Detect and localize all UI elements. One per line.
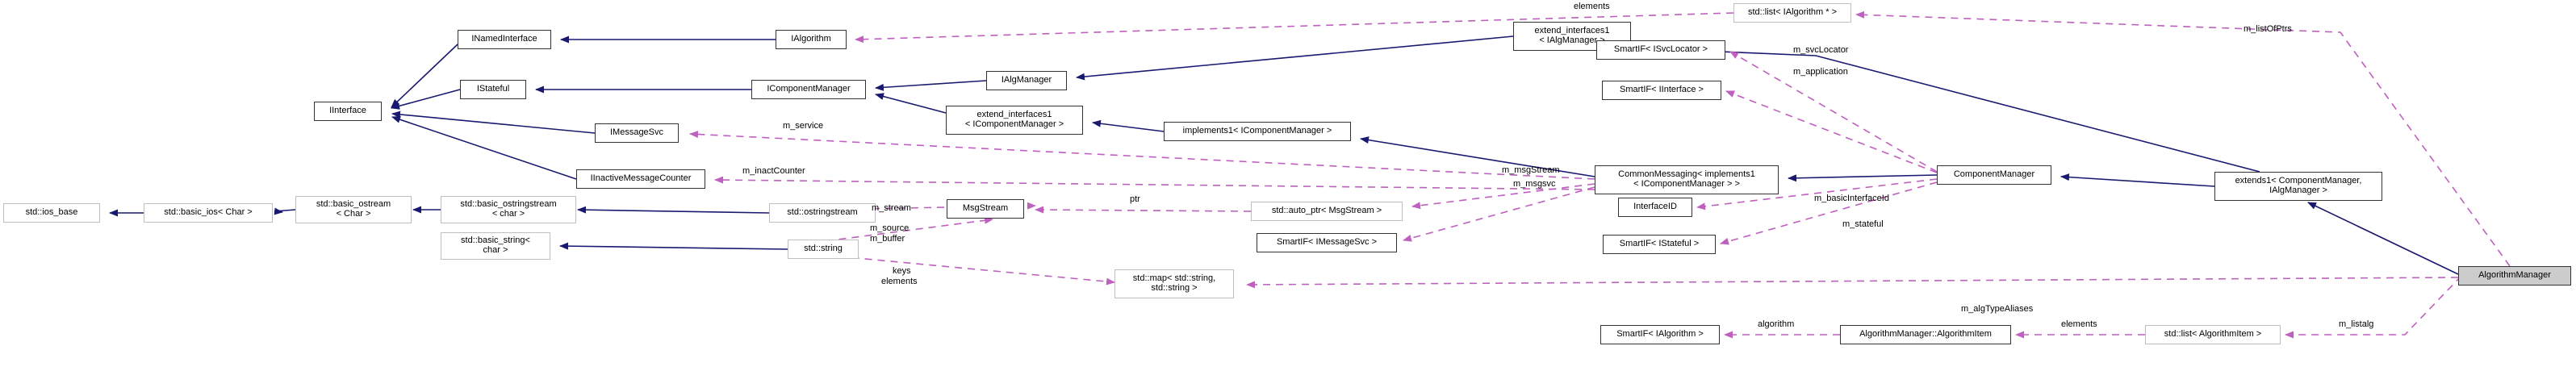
edge-label-elbl-m_stream: m_stream — [872, 203, 911, 213]
class-node-AlgorithmItem[interactable]: AlgorithmManager::AlgorithmItem — [1840, 325, 2011, 344]
edge-label-elbl-algorithm: algorithm — [1758, 319, 1795, 329]
edge-label-elbl-m_algTypeAliases: m_algTypeAliases — [1961, 304, 2034, 314]
class-node-list_IAlgorithm[interactable]: std::list< IAlgorithm * > — [1733, 3, 1851, 23]
edge-label-elbl-elements1: elements — [1574, 2, 1610, 11]
class-node-AlgorithmManager[interactable]: AlgorithmManager — [2458, 266, 2571, 286]
class-node-CommonMessaging[interactable]: CommonMessaging< implements1 < IComponen… — [1595, 165, 1779, 194]
class-node-ios_base[interactable]: std::ios_base — [3, 203, 100, 223]
inheritance-edges — [109, 35, 2459, 275]
class-node-map_string[interactable]: std::map< std::string, std::string > — [1114, 269, 1234, 298]
class-node-IMessageSvc[interactable]: IMessageSvc — [595, 123, 679, 143]
edge-label-elbl-elements2: elements — [881, 277, 918, 286]
edge-label-elbl-m_listOfPtrs: m_listOfPtrs — [2244, 24, 2292, 34]
edge-label-elbl-m_msgsvc: m_msgsvc — [1513, 179, 1556, 189]
class-node-basic_ostringstream[interactable]: std::basic_ostringstream < char > — [441, 196, 576, 223]
class-node-basic_ostream[interactable]: std::basic_ostream < Char > — [295, 196, 412, 223]
class-node-MsgStream[interactable]: MsgStream — [947, 199, 1024, 219]
class-node-ComponentManager[interactable]: ComponentManager — [1937, 165, 2051, 185]
edge-label-elbl-m_inactCounter: m_inactCounter — [742, 166, 805, 176]
class-node-string[interactable]: std::string — [788, 240, 859, 259]
class-node-implements1_icm[interactable]: implements1< IComponentManager > — [1164, 122, 1351, 141]
edge-label-elbl-m_msgStream: m_msgStream — [1502, 165, 1560, 175]
edge-label-elbl-m_application: m_application — [1793, 67, 1848, 77]
class-node-IStateful[interactable]: IStateful — [460, 80, 526, 99]
class-node-SmartIF_IMessageSvc[interactable]: SmartIF< IMessageSvc > — [1257, 233, 1397, 252]
class-node-extend_icm[interactable]: extend_interfaces1 < IComponentManager > — [946, 106, 1083, 135]
class-node-basic_ios[interactable]: std::basic_ios< Char > — [144, 203, 273, 223]
class-node-IInactiveMessageCounter[interactable]: IInactiveMessageCounter — [576, 169, 705, 189]
class-node-auto_ptr_msg[interactable]: std::auto_ptr< MsgStream > — [1251, 202, 1403, 221]
class-node-InterfaceID[interactable]: InterfaceID — [1618, 198, 1692, 217]
class-node-INamedInterface[interactable]: INamedInterface — [458, 30, 551, 49]
edge-label-elbl-ptr: ptr — [1130, 194, 1140, 204]
edge-label-elbl-m_stateful: m_stateful — [1842, 219, 1884, 229]
class-node-IComponentManager[interactable]: IComponentManager — [751, 80, 866, 99]
edge-label-elbl-m_basicInterfaceId: m_basicInterfaceId — [1814, 194, 1889, 203]
class-node-SmartIF_IStateful[interactable]: SmartIF< IStateful > — [1603, 235, 1716, 254]
class-node-IAlgManager[interactable]: IAlgManager — [986, 71, 1067, 90]
edge-label-elbl-m_svcLocator: m_svcLocator — [1793, 45, 1849, 55]
class-node-SmartIF_ISvcLocator[interactable]: SmartIF< ISvcLocator > — [1596, 40, 1725, 60]
edge-label-elbl-keys: keys — [893, 266, 911, 276]
class-node-IAlgorithm[interactable]: IAlgorithm — [776, 30, 847, 49]
class-node-IInterface[interactable]: IInterface — [314, 102, 382, 121]
class-node-extends1[interactable]: extends1< ComponentManager, IAlgManager … — [2214, 172, 2382, 201]
edge-label-elbl-m_source: m_source — [870, 223, 910, 233]
edge-label-elbl-elements3: elements — [2061, 319, 2097, 329]
edge-label-elbl-m_listalg: m_listalg — [2339, 319, 2374, 329]
class-node-basic_string[interactable]: std::basic_string< char > — [441, 232, 550, 260]
class-node-list_AlgorithmItem[interactable]: std::list< AlgorithmItem > — [2145, 325, 2281, 344]
class-node-SmartIF_IInterface[interactable]: SmartIF< IInterface > — [1602, 81, 1721, 100]
class-node-ostringstream[interactable]: std::ostringstream — [769, 203, 876, 223]
edge-label-elbl-m_service: m_service — [783, 121, 824, 131]
edge-label-elbl-m_buffer: m_buffer — [870, 234, 905, 244]
class-node-SmartIF_IAlgorithm[interactable]: SmartIF< IAlgorithm > — [1600, 325, 1720, 344]
